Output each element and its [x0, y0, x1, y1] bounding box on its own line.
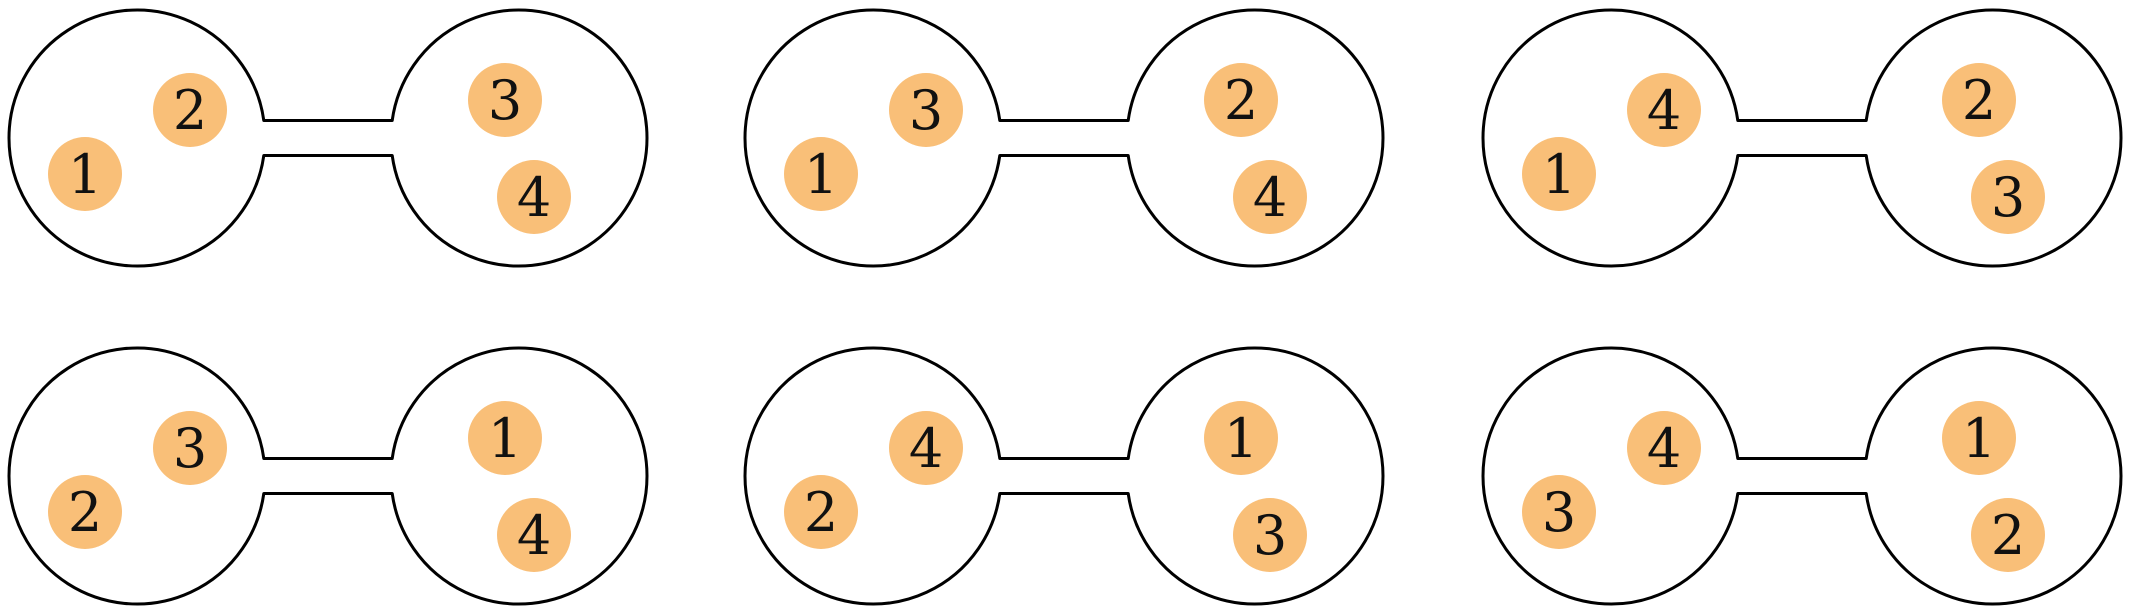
configuration-panel-6: 3 4 1 2 — [1481, 346, 2123, 606]
particle-number: 4 — [517, 166, 551, 229]
particle-disc — [48, 475, 122, 549]
right-bulb-particle-2: 2 — [1204, 63, 1278, 137]
particle-number: 1 — [1962, 407, 1996, 470]
right-bulb-particle-3: 3 — [468, 63, 542, 137]
configuration-panel-5: 2 4 1 3 — [743, 346, 1385, 606]
configuration-panel-2: 1 3 2 4 — [743, 8, 1385, 268]
left-bulb-particle-1: 1 — [48, 137, 122, 211]
particle-disc — [153, 411, 227, 485]
particle-number: 4 — [909, 417, 943, 480]
left-bulb-particle-1: 1 — [784, 137, 858, 211]
particle-number: 2 — [1991, 504, 2025, 567]
left-bulb-particle-2: 2 — [48, 475, 122, 549]
particle-number: 3 — [1542, 481, 1576, 544]
particle-number: 3 — [173, 417, 207, 480]
configuration-panel-4: 2 3 1 4 — [7, 346, 649, 606]
left-bulb-particle-4: 4 — [1627, 73, 1701, 147]
particle-number: 1 — [68, 143, 102, 206]
particle-number: 3 — [488, 69, 522, 132]
configuration-panel-3: 1 4 2 3 — [1481, 8, 2123, 268]
particle-number: 1 — [488, 407, 522, 470]
particle-number: 3 — [1991, 166, 2025, 229]
particle-number: 1 — [1224, 407, 1258, 470]
particle-disc — [48, 137, 122, 211]
particle-number: 4 — [1647, 417, 1681, 480]
particle-disc — [1233, 160, 1307, 234]
particle-number: 3 — [1253, 504, 1287, 567]
configuration-panel-1: 1 2 3 4 — [7, 8, 649, 268]
particle-disc — [1942, 401, 2016, 475]
particle-disc — [497, 498, 571, 572]
right-bulb-particle-1: 1 — [468, 401, 542, 475]
particle-disc — [468, 63, 542, 137]
particle-number: 1 — [1542, 143, 1576, 206]
particle-disc — [1204, 401, 1278, 475]
left-bulb-particle-3: 3 — [153, 411, 227, 485]
left-bulb-particle-1: 1 — [1522, 137, 1596, 211]
particle-number: 2 — [1962, 69, 1996, 132]
particle-number: 3 — [909, 79, 943, 142]
particle-disc — [1627, 73, 1701, 147]
particle-disc — [1942, 63, 2016, 137]
particle-disc — [1522, 475, 1596, 549]
particle-disc — [468, 401, 542, 475]
particle-disc — [1627, 411, 1701, 485]
left-bulb-particle-3: 3 — [889, 73, 963, 147]
particle-number: 2 — [1224, 69, 1258, 132]
particle-disc — [153, 73, 227, 147]
two-bulb-vessel — [1481, 346, 2123, 606]
right-bulb-particle-1: 1 — [1204, 401, 1278, 475]
particle-number: 4 — [517, 504, 551, 567]
two-bulb-vessel — [743, 8, 1385, 268]
particle-disc — [1971, 498, 2045, 572]
right-bulb-particle-4: 4 — [497, 498, 571, 572]
two-bulb-vessel — [7, 346, 649, 606]
two-bulb-vessel — [743, 346, 1385, 606]
particle-disc — [497, 160, 571, 234]
particle-number: 2 — [804, 481, 838, 544]
particle-number: 4 — [1647, 79, 1681, 142]
particle-number: 2 — [68, 481, 102, 544]
two-bulb-vessel — [7, 8, 649, 268]
particle-disc — [1204, 63, 1278, 137]
right-bulb-particle-4: 4 — [1233, 160, 1307, 234]
particle-number: 2 — [173, 79, 207, 142]
left-bulb-particle-2: 2 — [784, 475, 858, 549]
particle-number: 4 — [1253, 166, 1287, 229]
right-bulb-particle-3: 3 — [1233, 498, 1307, 572]
particle-disc — [1233, 498, 1307, 572]
particle-disc — [1971, 160, 2045, 234]
right-bulb-particle-4: 4 — [497, 160, 571, 234]
particle-disc — [889, 411, 963, 485]
left-bulb-particle-2: 2 — [153, 73, 227, 147]
left-bulb-particle-3: 3 — [1522, 475, 1596, 549]
particle-disc — [784, 475, 858, 549]
right-bulb-particle-2: 2 — [1971, 498, 2045, 572]
particle-number: 1 — [804, 143, 838, 206]
two-bulb-vessel — [1481, 8, 2123, 268]
right-bulb-particle-2: 2 — [1942, 63, 2016, 137]
right-bulb-particle-1: 1 — [1942, 401, 2016, 475]
particle-disc — [889, 73, 963, 147]
particle-disc — [1522, 137, 1596, 211]
right-bulb-particle-3: 3 — [1971, 160, 2045, 234]
particle-disc — [784, 137, 858, 211]
left-bulb-particle-4: 4 — [889, 411, 963, 485]
left-bulb-particle-4: 4 — [1627, 411, 1701, 485]
